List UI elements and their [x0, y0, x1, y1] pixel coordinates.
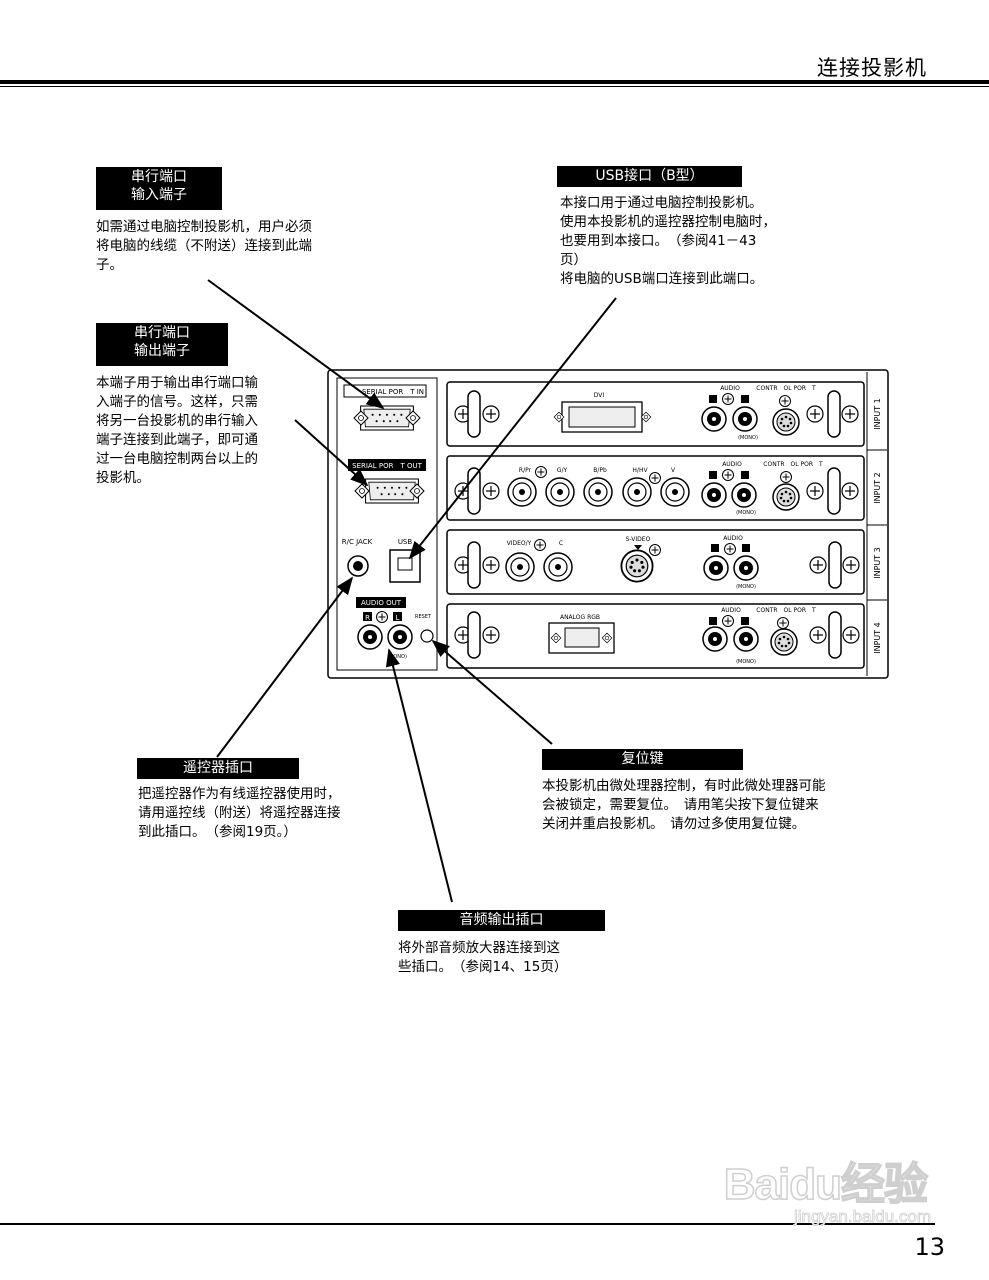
reset-button	[420, 629, 434, 643]
control-port-text-4: CONTR OL POR T	[756, 607, 816, 614]
component-v-text: V	[671, 467, 676, 474]
input-slot-3: VIDEO/Y C S-VIDEO AUDIO (MONO)	[446, 529, 865, 595]
watermark-logo: Baidu经验	[723, 1159, 929, 1210]
component-g-text: G/Y	[557, 467, 568, 474]
audio-out-l-text: L	[396, 614, 400, 622]
serial-out-arrow	[294, 419, 369, 487]
control-port-text-1: CONTR OL POR T	[756, 385, 816, 392]
audio-text-4: AUDIO	[721, 607, 741, 614]
mono-text-1: (MONO)	[738, 435, 758, 441]
mono-text-3: (MONO)	[736, 584, 756, 590]
input-slot-4: ANALOG RGB AUDIO CONTR OL POR T (MONO)	[446, 603, 865, 669]
audio-out-port-text: AUDIO OUT	[361, 599, 402, 607]
input-slot-2: R/Pr G/Y B/Pb H/HV V AUDIO CONTR OL POR …	[446, 455, 865, 521]
analog-rgb-text: ANALOG RGB	[560, 614, 600, 621]
input-1-tab: INPUT 1	[873, 398, 882, 430]
remote-jack-desc: 把遥控器作为有线遥控器使用时， 请用遥控线（附送）将遥控器连接 到此插口。 （参…	[138, 786, 341, 840]
remote-jack-label: 遥控器插口	[137, 758, 299, 779]
reset-arrow	[431, 639, 553, 745]
video-y-text: VIDEO/Y	[507, 540, 532, 547]
component-b-text: B/Pb	[593, 467, 607, 474]
footer-rule	[0, 1223, 935, 1225]
reset-key-label: 复位键	[542, 749, 743, 770]
component-r-text: R/Pr	[519, 467, 532, 474]
header-rule-thin	[0, 86, 989, 87]
serial-out-desc: 本端子用于输出串行端口输 入端子的信号。这样，只需 将另一台投影机的串行输入 端…	[96, 375, 258, 486]
usb-arrow	[408, 297, 617, 560]
audio-out-l-jack	[387, 624, 413, 650]
component-h-text: H/HV	[632, 467, 648, 474]
s-video-text: S-VIDEO	[626, 536, 651, 543]
remote-jack-arrow	[216, 576, 354, 758]
reset-port-text: RESET	[415, 614, 432, 620]
page-number: 13	[914, 1233, 945, 1261]
serial-in-arrow	[207, 279, 385, 410]
dvi-text: DVI	[594, 392, 605, 399]
header-rule	[0, 80, 989, 84]
watermark-url: jingyan.baidu.com	[793, 1207, 932, 1227]
audio-out-r-text: R	[365, 614, 370, 622]
control-port-text-2: CONTR OL POR T	[763, 461, 823, 468]
input-slot-1: DVI AUDIO CONTR OL POR T (MONO)	[446, 381, 865, 447]
mono-text-4: (MONO)	[736, 659, 756, 665]
audio-out-label: 音频输出插口	[398, 910, 605, 931]
usb-port-text: USB	[398, 538, 413, 546]
input-2-tab: INPUT 2	[873, 472, 882, 504]
serial-in-port-text: SERIAL POR T IN	[362, 388, 424, 396]
reset-key-desc: 本投影机由微处理器控制，有时此微处理器可能 会被锁定，需要复位。 请用笔尖按下复…	[542, 778, 826, 832]
panel-frame	[327, 369, 889, 679]
audio-text-1: AUDIO	[720, 385, 740, 392]
audio-text-3: AUDIO	[723, 535, 743, 542]
input-4-tab: INPUT 4	[873, 622, 882, 654]
serial-in-desc: 如需通过电脑控制投影机，用户必须 将电脑的线缆（不附送）连接到此端 子。	[96, 219, 312, 273]
input-3-tab: INPUT 3	[873, 547, 882, 579]
usb-label: USB接口（B型）	[557, 166, 742, 187]
audio-text-2: AUDIO	[722, 461, 742, 468]
audio-out-r-jack	[357, 624, 383, 650]
rc-jack-port-text: R/C JACK	[342, 538, 373, 546]
audio-out-desc: 将外部音频放大器连接到这 些插口。 （参阅14、15页）	[398, 940, 568, 975]
serial-out-label: 串行端口 输出端子	[96, 323, 228, 366]
mono-text-2: (MONO)	[736, 510, 756, 516]
usb-desc: 本接口用于通过电脑控制投影机。 使用本投影机的遥控器控制电脑时， 也要用到本接口…	[560, 195, 776, 287]
serial-in-label: 串行端口 输入端子	[96, 167, 222, 210]
page-title: 连接投影机	[817, 56, 927, 80]
c-text: C	[559, 540, 563, 547]
serial-out-port-text: SERIAL POR T OUT	[352, 462, 422, 470]
audio-out-arrow	[385, 648, 453, 903]
